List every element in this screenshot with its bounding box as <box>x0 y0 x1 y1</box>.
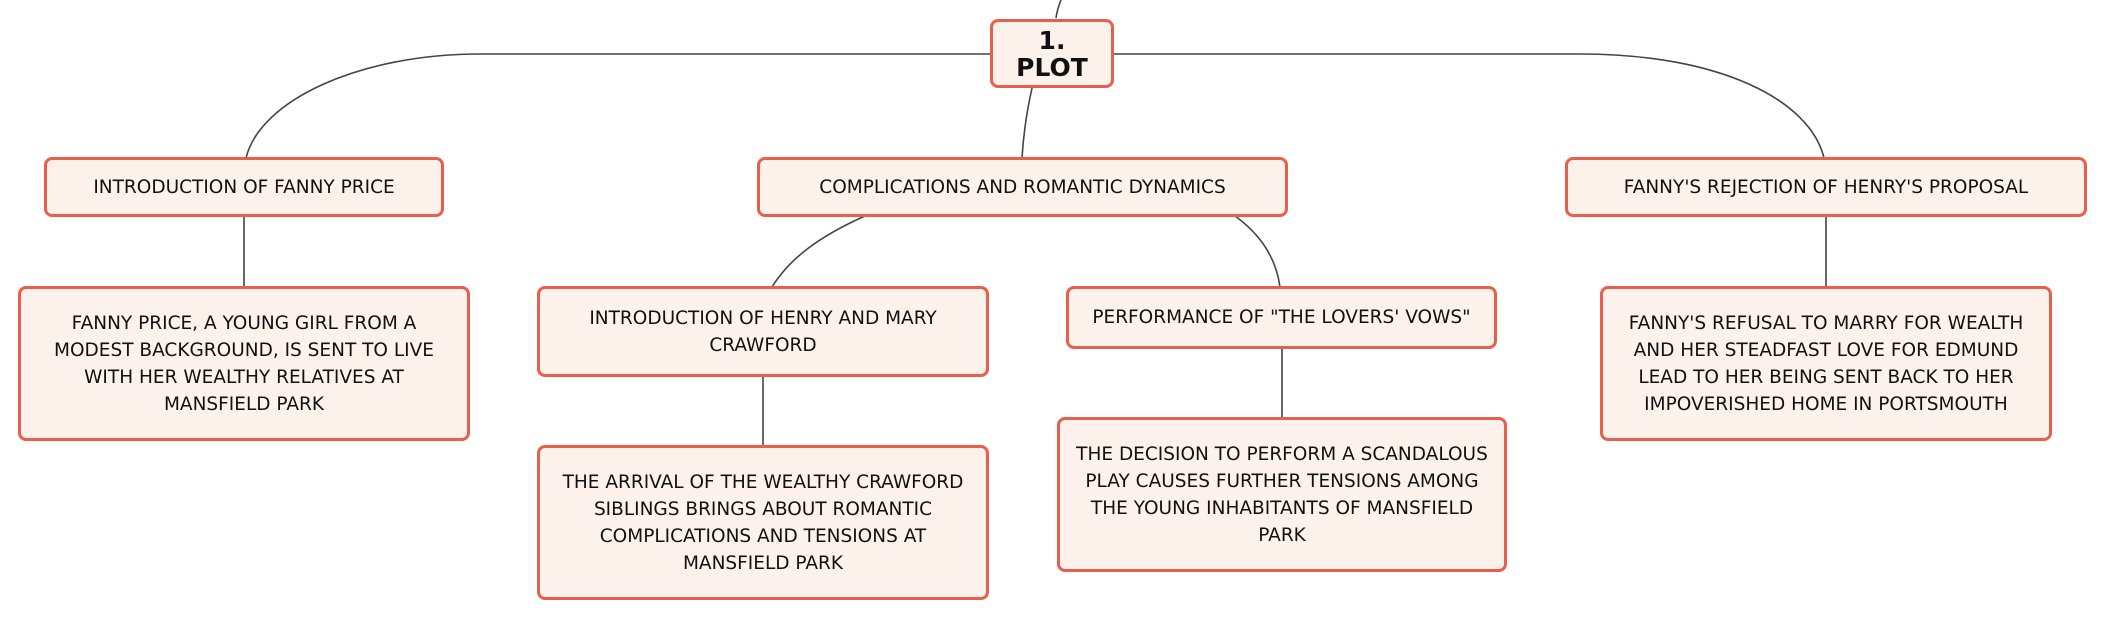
connector-complications-henry <box>771 215 866 288</box>
branch-introduction-of-fanny-price[interactable]: INTRODUCTION OF FANNY PRICE <box>44 157 444 217</box>
detail-fanny-price-background[interactable]: FANNY PRICE, A YOUNG GIRL FROM A MODEST … <box>18 286 470 441</box>
branch-fannys-rejection-of-henrys-proposal[interactable]: FANNY'S REJECTION OF HENRY'S PROPOSAL <box>1565 157 2087 217</box>
subbranch-performance-of-the-lovers-vows[interactable]: PERFORMANCE OF "THE LOVERS' VOWS" <box>1066 286 1497 349</box>
connector-root-complications <box>1021 87 1033 159</box>
detail-crawford-arrival[interactable]: THE ARRIVAL OF THE WEALTHY CRAWFORD SIBL… <box>537 445 989 600</box>
root-node[interactable]: 1. PLOT <box>990 19 1114 88</box>
connector-root-intro <box>245 53 990 159</box>
detail-rejection-refusal[interactable]: FANNY'S REFUSAL TO MARRY FOR WEALTH AND … <box>1600 286 2052 441</box>
connector-complications-play <box>1234 215 1281 288</box>
detail-play-tensions[interactable]: THE DECISION TO PERFORM A SCANDALOUS PLA… <box>1057 417 1507 572</box>
subbranch-introduction-of-henry-and-mary-crawford[interactable]: INTRODUCTION OF HENRY AND MARY CRAWFORD <box>537 286 989 377</box>
connector-root-parent <box>1055 0 1062 19</box>
connector-root-rejection <box>1114 53 1825 159</box>
branch-complications-and-romantic-dynamics[interactable]: COMPLICATIONS AND ROMANTIC DYNAMICS <box>757 157 1288 217</box>
